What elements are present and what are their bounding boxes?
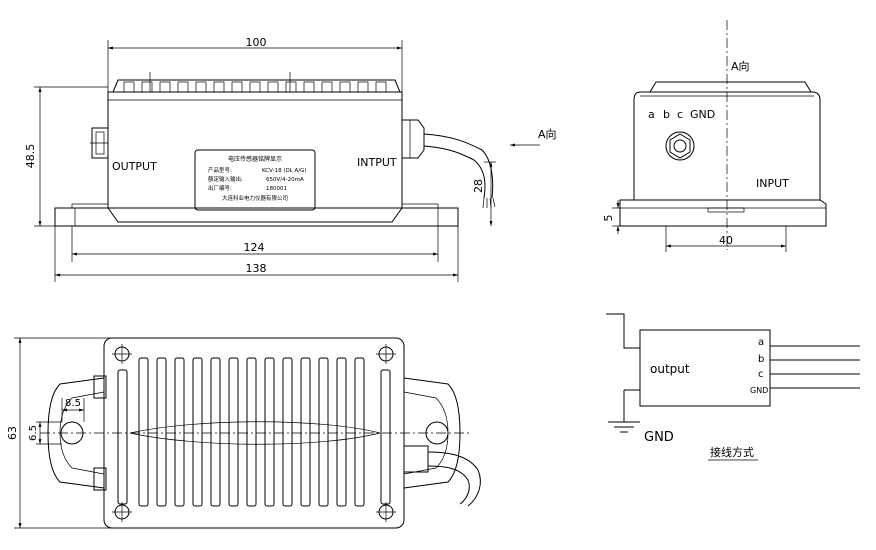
nameplate: 电压传感器铭牌显示 产品型号: KCV-18 (DL A/G) 额定输入输出: …: [194, 149, 316, 211]
wiring-pin-b: b: [758, 354, 764, 365]
nameplate-serial-label: 出厂编号:: [208, 184, 232, 192]
direction-label-side: A向: [731, 59, 750, 73]
wiring-diagram: GND output a b c GND 接线方式: [606, 313, 860, 461]
front-view: 100 48.5 124: [24, 36, 557, 282]
wiring-pin-a: a: [758, 337, 764, 348]
dim-hole-8-5: 8.5: [65, 398, 81, 409]
wiring-box-label: output: [650, 362, 690, 376]
dim-hole-6-5: 6.5: [28, 425, 39, 441]
dim-height-48-5: 48.5: [24, 144, 37, 169]
input-label-side: INPUT: [756, 177, 789, 190]
nameplate-rating-label: 额定输入输出:: [208, 175, 243, 183]
dim-width-40: 40: [719, 234, 733, 247]
wiring-ground-label: GND: [644, 430, 674, 445]
dim-top-100: 100: [246, 36, 267, 49]
output-label: OUTPUT: [112, 160, 157, 173]
nameplate-company: 大连科业电力仪器有限公司: [222, 194, 288, 202]
wiring-pin-c: c: [758, 369, 764, 380]
top-view: 63: [6, 337, 481, 529]
terminal-a: a: [648, 108, 655, 121]
nameplate-rating-value: 650V/4-20mA: [266, 177, 304, 183]
dim-138: 138: [246, 262, 267, 275]
nameplate-model-label: 产品型号:: [208, 166, 232, 174]
nameplate-model-value: KCV-18 (DL A/G): [262, 168, 307, 174]
terminal-gnd: GND: [690, 108, 715, 121]
dim-63: 63: [6, 426, 19, 440]
wiring-pin-gnd: GND: [750, 386, 768, 395]
direction-label-front: A向: [538, 127, 557, 141]
wiring-title: 接线方式: [710, 445, 754, 459]
dim-124: 124: [244, 241, 265, 254]
side-view: A向 a b c GND INPUT 5 40: [602, 20, 827, 252]
dim-cable-28: 28: [472, 179, 485, 193]
mounting-screws: [112, 344, 396, 522]
terminal-c: c: [677, 108, 683, 121]
input-label-front: INTPUT: [357, 156, 397, 169]
terminal-b: b: [663, 108, 670, 121]
dim-base-5: 5: [602, 215, 615, 222]
nameplate-serial-value: 180001: [266, 186, 287, 192]
nameplate-title: 电压传感器铭牌显示: [228, 155, 282, 163]
